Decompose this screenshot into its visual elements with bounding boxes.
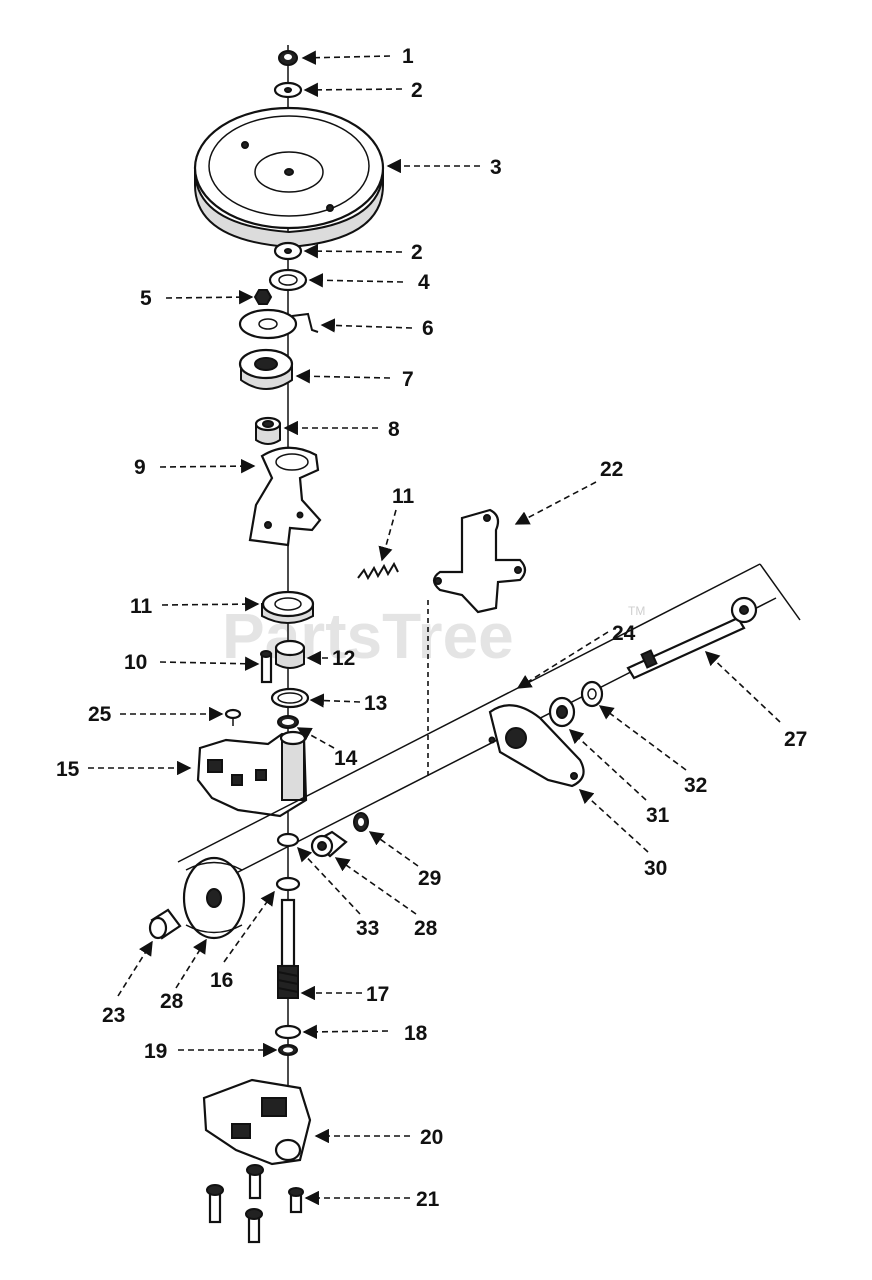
callout-3: 3 — [490, 156, 502, 179]
part-21-bolts — [206, 1164, 304, 1244]
callout-25: 25 — [88, 703, 112, 726]
leader-7 — [295, 369, 391, 384]
leader-31 — [568, 729, 647, 801]
part-4-washer — [268, 268, 308, 292]
leader-11b — [161, 596, 260, 612]
leader-32 — [598, 705, 687, 771]
part-11-shift-collar — [261, 590, 315, 624]
callout-23: 23 — [102, 1004, 125, 1027]
part-23-bushing — [148, 908, 182, 940]
leader-16 — [223, 890, 275, 963]
part-32-washer — [580, 680, 604, 708]
leader-30 — [578, 789, 649, 853]
leader-9 — [159, 458, 256, 474]
callout-30: 30 — [644, 857, 667, 880]
part-26-gear — [182, 856, 246, 940]
callout-1: 1 — [402, 45, 414, 68]
leader-11a — [378, 509, 397, 562]
part-16-washer — [275, 876, 301, 892]
part-19-ring — [278, 1044, 298, 1056]
leader-29 — [368, 831, 419, 867]
part-17-worm-shaft — [277, 898, 299, 999]
part-2-washer-lower — [273, 241, 303, 261]
leader-2b — [303, 243, 403, 259]
leader-23 — [117, 940, 153, 997]
callout-33: 33 — [356, 917, 379, 940]
callout-14: 14 — [334, 747, 358, 770]
callout-27: 27 — [784, 728, 807, 751]
leader-lines — [88, 50, 781, 1206]
leader-6 — [320, 318, 413, 333]
part-25-screw — [224, 708, 242, 726]
leader-2a — [303, 82, 403, 98]
callout-13: 13 — [364, 692, 387, 715]
callout-5: 5 — [140, 287, 152, 310]
part-18-washer — [274, 1024, 302, 1040]
callout-19: 19 — [144, 1040, 167, 1063]
callout-11: 11 — [392, 485, 415, 508]
callout-12: 12 — [332, 647, 355, 670]
leader-10 — [159, 656, 260, 671]
part-2-washer-top — [273, 81, 303, 99]
part-9-shift-lever — [248, 446, 322, 547]
callout-2: 2 — [411, 79, 423, 102]
part-8-bushing — [254, 416, 282, 445]
part-1-nut — [278, 50, 298, 66]
callout-11: 11 — [130, 595, 153, 618]
leader-24 — [516, 631, 609, 689]
part-3-pulley — [193, 106, 385, 249]
part-22-bracket — [432, 508, 527, 614]
leader-18 — [302, 1024, 389, 1040]
leader-5 — [165, 289, 254, 305]
part-10-pin — [260, 650, 273, 684]
leader-13 — [309, 693, 361, 708]
leader-33 — [297, 846, 361, 915]
callout-8: 8 — [388, 418, 400, 441]
leader-28a — [334, 857, 417, 915]
part-20-lower-housing — [202, 1078, 312, 1166]
part-28-bushing — [310, 830, 348, 858]
part-5-nut — [253, 289, 273, 305]
leader-14 — [296, 727, 335, 749]
part-15-housing — [196, 730, 308, 818]
part-27-shaft-sprocket — [626, 596, 758, 680]
leader-4 — [308, 273, 404, 288]
callout-16: 16 — [210, 969, 233, 992]
callout-28: 28 — [414, 917, 438, 940]
callout-10: 10 — [124, 651, 147, 674]
callout-labels: 1 2 3 2 4 5 6 7 8 9 22 11 11 24 10 12 27… — [56, 45, 807, 1211]
part-14-ring — [277, 715, 299, 729]
callout-17: 17 — [366, 983, 389, 1006]
callout-24: 24 — [612, 622, 636, 645]
callout-28: 28 — [160, 990, 184, 1013]
callout-21: 21 — [416, 1188, 440, 1211]
callout-31: 31 — [646, 804, 670, 827]
callout-15: 15 — [56, 758, 80, 781]
watermark-trademark: TM — [628, 604, 645, 618]
callout-6: 6 — [422, 317, 434, 340]
callout-7: 7 — [402, 368, 414, 391]
callout-18: 18 — [404, 1022, 428, 1045]
part-13-o-ring — [270, 687, 310, 709]
callout-29: 29 — [418, 867, 441, 890]
callout-22: 22 — [600, 458, 623, 481]
part-33-ring — [276, 832, 300, 848]
part-30-plate — [488, 704, 585, 788]
callout-2: 2 — [411, 241, 423, 264]
callout-32: 32 — [684, 774, 707, 797]
leader-28b — [175, 938, 207, 989]
part-11-spring — [357, 561, 399, 581]
part-12-sleeve — [274, 639, 306, 669]
leader-22 — [514, 481, 597, 525]
callout-20: 20 — [420, 1126, 443, 1149]
part-29-ring — [353, 812, 369, 832]
callout-9: 9 — [134, 456, 146, 479]
part-31-bearing — [548, 696, 576, 728]
callout-4: 4 — [418, 271, 430, 294]
leader-1 — [301, 50, 391, 65]
leader-27 — [704, 651, 781, 723]
part-7-bearing — [238, 348, 294, 390]
part-6-bracket — [238, 308, 319, 340]
